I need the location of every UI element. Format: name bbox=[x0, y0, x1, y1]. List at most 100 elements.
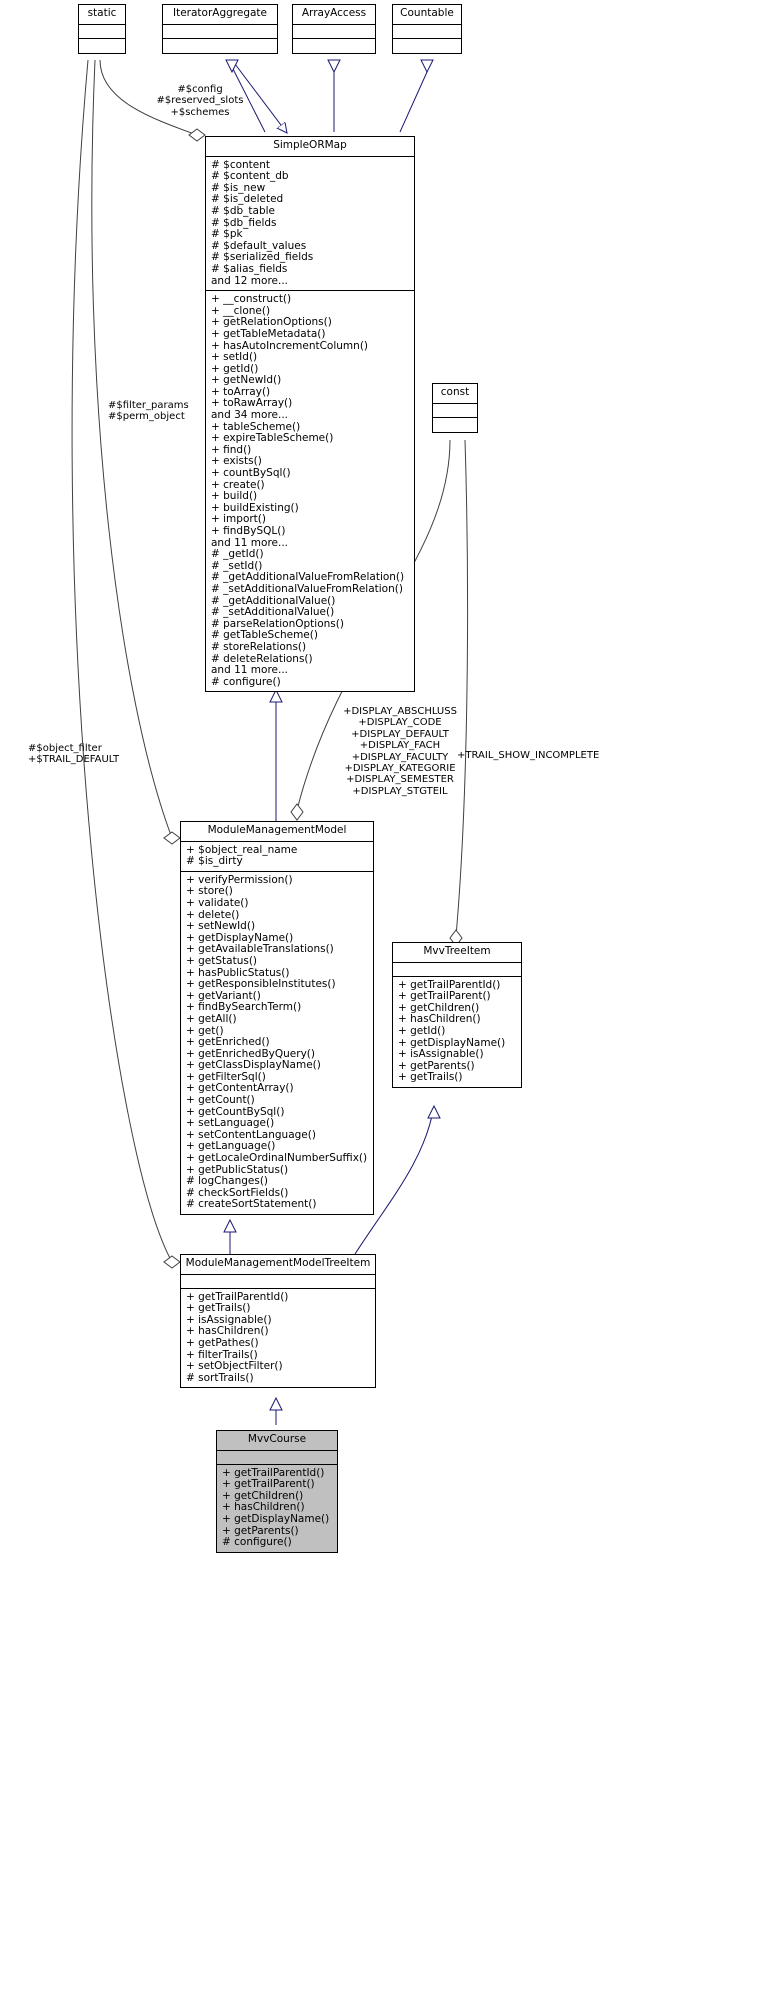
class-member-row: # configure() bbox=[211, 675, 281, 688]
class-member-row: + getParents() bbox=[398, 1059, 475, 1072]
class-name-static: static bbox=[79, 5, 125, 25]
class-member-row: + isAssignable() bbox=[186, 1313, 272, 1326]
class-member-row: + getChildren() bbox=[222, 1489, 304, 1502]
class-methods-array-access bbox=[293, 39, 375, 53]
class-member-row: + buildExisting() bbox=[211, 501, 299, 514]
class-member-row: + getTrailParentId() bbox=[398, 978, 501, 991]
class-member-row: + filterTrails() bbox=[186, 1348, 258, 1361]
class-attributes-mvv-tree-item bbox=[393, 963, 521, 977]
class-member-row: # configure() bbox=[222, 1536, 292, 1549]
class-member-row: # $is_dirty bbox=[186, 855, 243, 868]
class-member-row: # $pk bbox=[211, 228, 243, 241]
class-box-module-management-model[interactable]: ModuleManagementModel + $object_real_nam… bbox=[180, 821, 374, 1215]
class-name-mvv-course: MvvCourse bbox=[217, 1431, 337, 1451]
class-member-row: + expireTableScheme() bbox=[211, 432, 334, 445]
class-member-row: + getPublicStatus() bbox=[186, 1163, 289, 1176]
class-member-row: and 34 more... bbox=[211, 409, 289, 422]
class-member-row: + get() bbox=[186, 1024, 224, 1037]
class-member-row: + getVariant() bbox=[186, 989, 261, 1002]
class-box-array-access[interactable]: ArrayAccess bbox=[292, 4, 376, 54]
class-member-row: # deleteRelations() bbox=[211, 652, 313, 665]
class-name-iterator-aggregate: IteratorAggregate bbox=[163, 5, 277, 25]
class-box-module-management-model-tree-item[interactable]: ModuleManagementModelTreeItem + getTrail… bbox=[180, 1254, 376, 1389]
class-member-row: + __construct() bbox=[211, 293, 292, 306]
class-member-row: # $db_table bbox=[211, 204, 275, 217]
class-box-mvv-course[interactable]: MvvCourse + getTrailParentId()+ getTrail… bbox=[216, 1430, 338, 1553]
class-member-row: + getDisplayName() bbox=[398, 1036, 506, 1049]
class-methods-module-management-model-tree-item: + getTrailParentId()+ getTrails()+ isAss… bbox=[181, 1289, 375, 1388]
class-box-iterator-aggregate[interactable]: IteratorAggregate bbox=[162, 4, 278, 54]
class-member-row: + getTrails() bbox=[186, 1302, 251, 1315]
class-name-const: const bbox=[433, 384, 477, 404]
class-attributes-iterator-aggregate bbox=[163, 25, 277, 39]
class-methods-mvv-course: + getTrailParentId()+ getTrailParent()+ … bbox=[217, 1465, 337, 1552]
class-member-row: + verifyPermission() bbox=[186, 873, 293, 886]
class-box-const[interactable]: const bbox=[432, 383, 478, 433]
class-member-row: + tableScheme() bbox=[211, 420, 301, 433]
edge-label-const-trail: +TRAIL_SHOW_INCOMPLETE bbox=[457, 750, 600, 761]
class-member-row: and 12 more... bbox=[211, 274, 289, 287]
class-member-row: + getEnrichedByQuery() bbox=[186, 1047, 315, 1060]
class-member-row: + getNewId() bbox=[211, 374, 282, 387]
class-box-simple-ormap[interactable]: SimpleORMap # $content# $content_db# $is… bbox=[205, 136, 415, 693]
class-member-row: + hasChildren() bbox=[398, 1013, 481, 1026]
class-member-row: # $is_deleted bbox=[211, 193, 284, 206]
class-member-row: + getAll() bbox=[186, 1012, 237, 1025]
class-member-row: + getCount() bbox=[186, 1094, 255, 1107]
class-member-row: + getResponsibleInstitutes() bbox=[186, 978, 336, 991]
class-member-row: # $serialized_fields bbox=[211, 251, 314, 264]
class-member-row: # _setAdditionalValue() bbox=[211, 606, 335, 619]
class-member-row: + getContentArray() bbox=[186, 1082, 294, 1095]
class-member-row: + getEnriched() bbox=[186, 1036, 270, 1049]
class-member-row: + hasChildren() bbox=[222, 1501, 305, 1514]
class-member-row: + getTrailParentId() bbox=[186, 1290, 289, 1303]
class-member-row: + hasPublicStatus() bbox=[186, 966, 290, 979]
class-member-row: # $content_db bbox=[211, 170, 289, 183]
class-member-row: + getPathes() bbox=[186, 1336, 259, 1349]
class-member-row: + __clone() bbox=[211, 304, 271, 317]
class-methods-module-management-model: + verifyPermission()+ store()+ validate(… bbox=[181, 872, 373, 1214]
class-box-static[interactable]: static bbox=[78, 4, 126, 54]
class-member-row: + findBySQL() bbox=[211, 525, 286, 537]
class-attributes-array-access bbox=[293, 25, 375, 39]
class-member-row: # $alias_fields bbox=[211, 262, 288, 275]
class-member-row: + getTableMetadata() bbox=[211, 327, 326, 340]
class-member-row: + delete() bbox=[186, 908, 240, 921]
class-member-row: + getTrailParent() bbox=[222, 1478, 315, 1491]
class-member-row: + setNewId() bbox=[186, 920, 256, 933]
class-member-row: # $content bbox=[211, 158, 271, 171]
class-attributes-countable bbox=[393, 25, 461, 39]
class-member-row: + getId() bbox=[398, 1024, 446, 1037]
class-methods-countable bbox=[393, 39, 461, 53]
class-name-module-management-model-tree-item: ModuleManagementModelTreeItem bbox=[181, 1255, 375, 1275]
class-member-row: + hasAutoIncrementColumn() bbox=[211, 339, 369, 352]
class-attributes-simple-ormap: # $content# $content_db# $is_new# $is_de… bbox=[206, 157, 414, 292]
class-member-row: + find() bbox=[211, 443, 252, 456]
class-attributes-module-management-model-tree-item bbox=[181, 1275, 375, 1289]
class-member-row: + getParents() bbox=[222, 1524, 299, 1537]
class-member-row: + store() bbox=[186, 885, 233, 898]
class-member-row: + getDisplayName() bbox=[222, 1512, 330, 1525]
class-attributes-mvv-course bbox=[217, 1451, 337, 1465]
class-member-row: # createSortStatement() bbox=[186, 1198, 317, 1211]
class-member-row: + countBySql() bbox=[211, 467, 291, 480]
class-member-row: + getLanguage() bbox=[186, 1140, 276, 1153]
class-member-row: + getTrailParent() bbox=[398, 990, 491, 1003]
class-member-row: + setLanguage() bbox=[186, 1117, 275, 1130]
class-member-row: # getTableScheme() bbox=[211, 629, 318, 642]
class-box-mvv-tree-item[interactable]: MvvTreeItem + getTrailParentId()+ getTra… bbox=[392, 942, 522, 1088]
class-member-row: + toRawArray() bbox=[211, 397, 293, 410]
class-member-row: # _setAdditionalValueFromRelation() bbox=[211, 582, 403, 595]
class-member-row: + toArray() bbox=[211, 385, 271, 398]
class-attributes-const bbox=[433, 404, 477, 418]
class-member-row: and 11 more... bbox=[211, 664, 289, 677]
class-methods-mvv-tree-item: + getTrailParentId()+ getTrailParent() + … bbox=[393, 977, 521, 1087]
edge-label-static-simple-ormap: #$config #$reserved_slots +$schemes bbox=[156, 84, 244, 118]
class-member-row: # $default_values bbox=[211, 239, 307, 252]
class-methods-const bbox=[433, 418, 477, 432]
class-member-row: + getLocaleOrdinalNumberSuffix() bbox=[186, 1152, 368, 1165]
class-member-row: # logChanges() bbox=[186, 1175, 269, 1188]
class-box-countable[interactable]: Countable bbox=[392, 4, 462, 54]
class-member-row: + getStatus() bbox=[186, 954, 258, 967]
